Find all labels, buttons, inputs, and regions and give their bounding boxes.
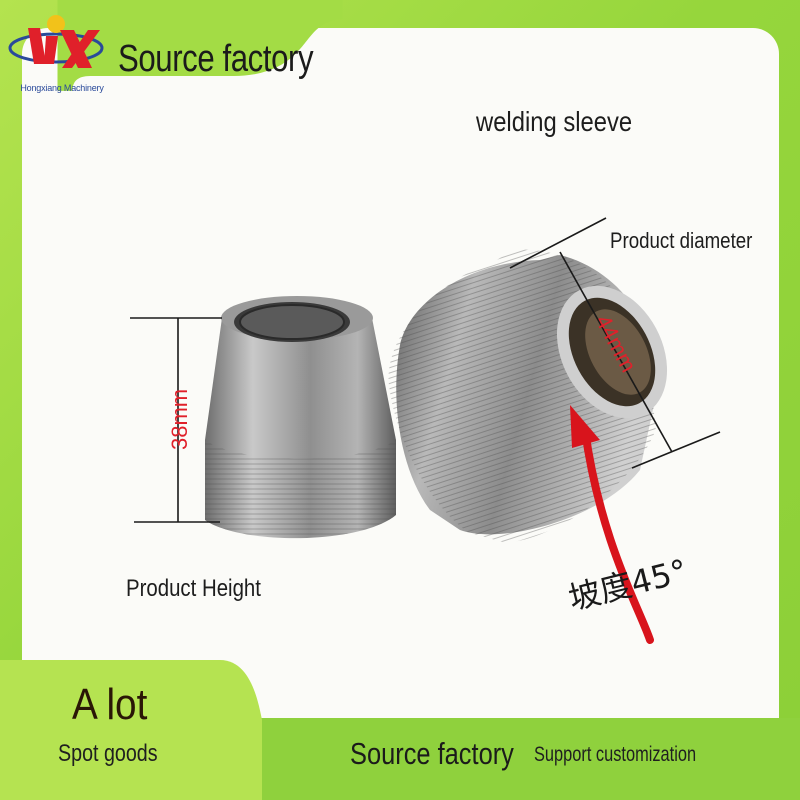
height-label: Product Height (126, 575, 261, 602)
height-value: 38mm (167, 389, 192, 450)
sleeve-left (205, 296, 396, 539)
diameter-dimension (509, 217, 721, 469)
footer-support: Support customization (534, 743, 697, 766)
brand-logo: Hongxiang Machinery (6, 6, 104, 94)
panel-corner-shape (57, 0, 343, 91)
height-dimension (130, 317, 222, 523)
diameter-label: Product diameter (610, 228, 753, 253)
page-title: Source factory (118, 38, 314, 80)
sleeve-right (388, 249, 668, 543)
footer-big-label: A lot (72, 680, 148, 729)
hx-logo-icon (8, 15, 104, 68)
bevel-note: 坡度45° (565, 552, 691, 618)
footer-small-label: Spot goods (58, 740, 158, 767)
footer-source: Source factory (350, 736, 514, 771)
bevel-arrow (570, 405, 654, 644)
footer-band (0, 660, 800, 800)
product-title: welding sleeve (476, 106, 633, 137)
brand-name: Hongxiang Machinery (20, 83, 104, 93)
